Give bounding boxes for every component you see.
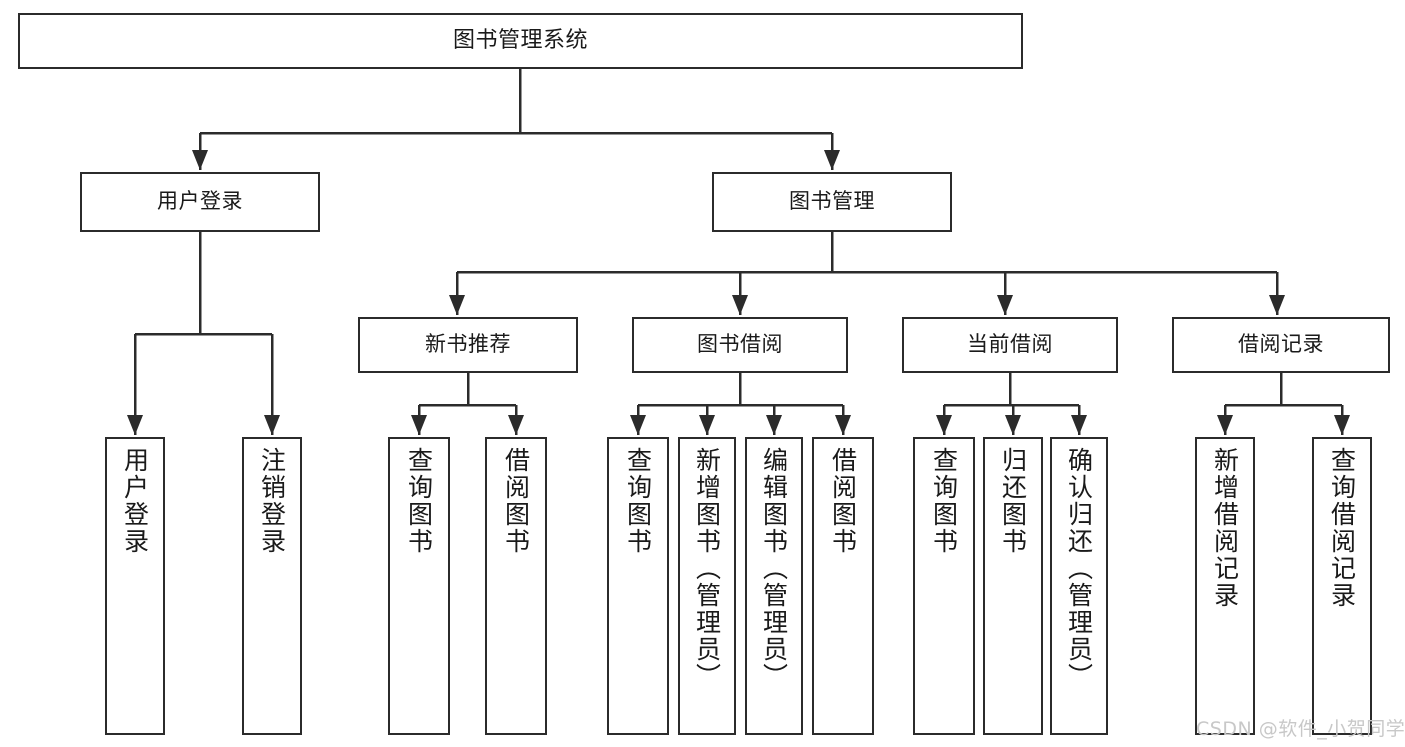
node-label: 新增图书（管理员）	[692, 447, 722, 690]
node-leaf-logout[interactable]: 注销登录	[242, 437, 302, 735]
node-label: 注销登录	[257, 447, 287, 555]
node-label: 查询图书	[929, 447, 959, 555]
arrow-icon-conn-new-book-1	[508, 415, 524, 435]
node-current-borrow[interactable]: 当前借阅	[902, 317, 1118, 373]
arrow-icon-conn-user-login-0	[127, 415, 143, 435]
arrow-icon-conn-book-management-3	[1269, 295, 1285, 315]
arrow-icon-conn-borrow-record-0	[1217, 415, 1233, 435]
node-label: 图书借阅	[697, 332, 783, 357]
node-label: 新增借阅记录	[1210, 447, 1240, 609]
arrow-icon-conn-book-borrow-3	[835, 415, 851, 435]
arrow-icon-conn-book-borrow-1	[699, 415, 715, 435]
node-label: 借阅图书	[828, 447, 858, 555]
node-book-management[interactable]: 图书管理	[712, 172, 952, 232]
arrow-icon-conn-book-management-2	[997, 295, 1013, 315]
node-leaf-add-book-admin[interactable]: 新增图书（管理员）	[678, 437, 736, 735]
node-label: 归还图书	[998, 447, 1028, 555]
node-label: 图书管理系统	[452, 27, 588, 53]
arrow-icon-conn-borrow-record-1	[1334, 415, 1350, 435]
node-leaf-borrow-book-new[interactable]: 借阅图书	[485, 437, 547, 735]
node-leaf-edit-book-admin[interactable]: 编辑图书（管理员）	[745, 437, 803, 735]
watermark: CSDN @软件_小贺同学	[1196, 718, 1405, 740]
node-label: 用户登录	[157, 189, 243, 214]
arrow-icon-conn-current-borrow-1	[1005, 415, 1021, 435]
node-new-book-recommend[interactable]: 新书推荐	[358, 317, 578, 373]
arrow-icon-conn-book-management-0	[449, 295, 465, 315]
node-leaf-query-book-borrow[interactable]: 查询图书	[607, 437, 669, 735]
node-leaf-query-book-current[interactable]: 查询图书	[913, 437, 975, 735]
node-borrow-record[interactable]: 借阅记录	[1172, 317, 1390, 373]
node-user-login[interactable]: 用户登录	[80, 172, 320, 232]
arrow-icon-conn-book-management-1	[732, 295, 748, 315]
node-leaf-user-login[interactable]: 用户登录	[105, 437, 165, 735]
node-label: 编辑图书（管理员）	[759, 447, 789, 690]
node-label: 借阅图书	[501, 447, 531, 555]
arrow-icon-conn-new-book-0	[411, 415, 427, 435]
arrow-icon-conn-book-borrow-2	[766, 415, 782, 435]
node-label: 借阅记录	[1238, 332, 1324, 357]
arrow-icon-conn-current-borrow-0	[936, 415, 952, 435]
arrow-icon-conn-root-1	[824, 150, 840, 170]
node-leaf-return-book[interactable]: 归还图书	[983, 437, 1043, 735]
node-label: 确认归还（管理员）	[1064, 447, 1094, 690]
node-label: 新书推荐	[425, 332, 511, 357]
node-label: 用户登录	[120, 447, 150, 555]
node-book-borrow[interactable]: 图书借阅	[632, 317, 848, 373]
node-leaf-query-borrow-record[interactable]: 查询借阅记录	[1312, 437, 1372, 735]
node-leaf-add-borrow-record[interactable]: 新增借阅记录	[1195, 437, 1255, 735]
node-label: 查询图书	[623, 447, 653, 555]
node-root[interactable]: 图书管理系统	[18, 13, 1023, 69]
arrow-icon-conn-book-borrow-0	[630, 415, 646, 435]
node-leaf-confirm-return-admin[interactable]: 确认归还（管理员）	[1050, 437, 1108, 735]
arrow-icon-conn-user-login-1	[264, 415, 280, 435]
arrow-icon-conn-current-borrow-2	[1071, 415, 1087, 435]
arrow-icon-conn-root-0	[192, 150, 208, 170]
node-label: 当前借阅	[967, 332, 1053, 357]
node-label: 图书管理	[789, 189, 875, 214]
node-leaf-query-book-new[interactable]: 查询图书	[388, 437, 450, 735]
node-label: 查询借阅记录	[1327, 447, 1357, 609]
node-leaf-borrow-book[interactable]: 借阅图书	[812, 437, 874, 735]
node-label: 查询图书	[404, 447, 434, 555]
